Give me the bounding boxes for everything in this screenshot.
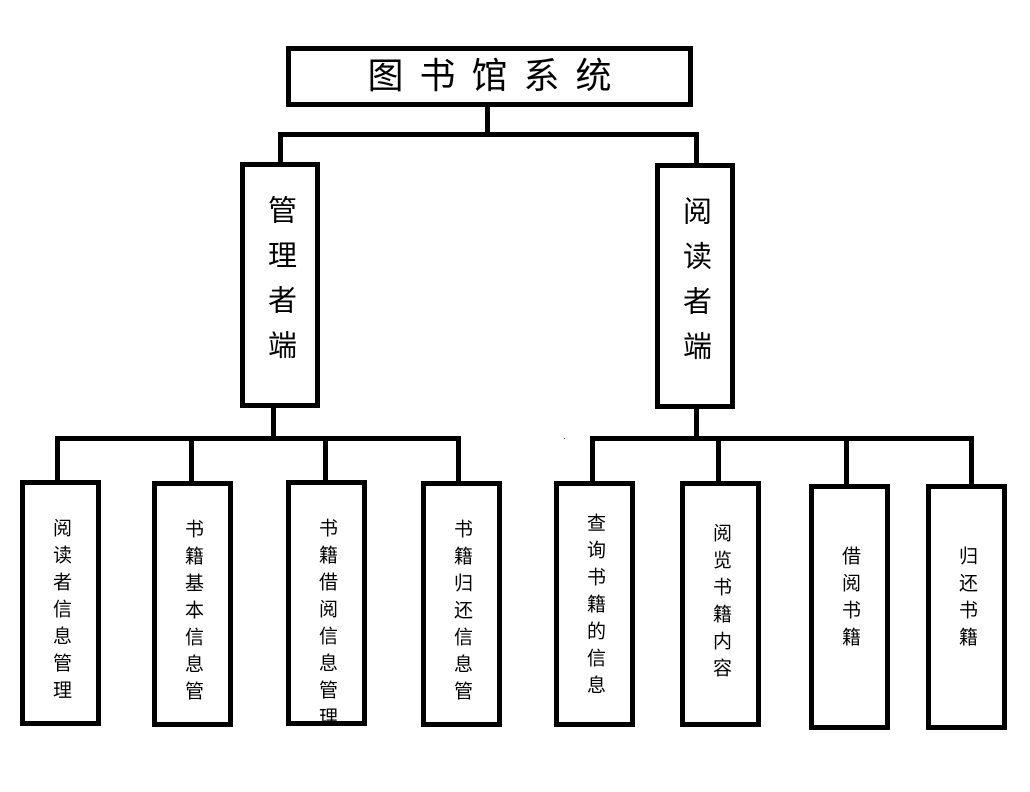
branch-node-reader-label: 阅读者端	[678, 196, 713, 376]
branch-node-reader: 阅读者端	[655, 163, 735, 409]
root-node: 图书馆系统	[286, 46, 693, 107]
leaf-node-label: 查询书籍的信息	[584, 513, 606, 702]
branch-left-drop-line	[278, 132, 283, 165]
leaf-right-4-drop-line	[969, 436, 974, 486]
branch-right-stem-line	[694, 406, 699, 440]
leaf-node-label: 书籍基本信息管	[182, 519, 204, 708]
leaf-node-book-return-info-management: 书籍归还信息管	[421, 481, 502, 727]
leaf-node-label: 书籍归还信息管	[451, 519, 473, 708]
leaf-node-label: 归还书籍	[956, 546, 978, 654]
leaf-left-4-drop-line	[456, 436, 461, 483]
leaf-node-label: 借阅书籍	[839, 546, 861, 654]
branch-node-admin: 管理者端	[240, 162, 320, 408]
leaf-node-book-basic-info-management: 书籍基本信息管	[152, 481, 233, 727]
leaf-node-book-borrow-info-management: 书籍借阅信息管理	[286, 480, 367, 726]
leaf-left-1-drop-line	[55, 436, 60, 483]
leaf-node-label: 阅览书籍内容	[710, 523, 732, 685]
leaf-node-reader-info-management: 阅读者信息管理	[20, 480, 101, 726]
root-horizontal-connector	[278, 132, 699, 137]
branch-right-drop-line	[694, 132, 699, 165]
stray-pixel-mark	[564, 438, 565, 439]
leaf-right-2-drop-line	[716, 436, 721, 483]
branch-left-horizontal-connector	[55, 436, 461, 441]
leaf-left-2-drop-line	[189, 436, 194, 483]
branch-right-horizontal-connector	[590, 436, 974, 441]
leaf-node-return-book: 归还书籍	[926, 484, 1007, 730]
leaf-node-browse-book-content: 阅览书籍内容	[680, 481, 761, 727]
branch-node-admin-label: 管理者端	[263, 195, 298, 375]
leaf-right-3-drop-line	[844, 436, 849, 486]
root-node-label: 图书馆系统	[367, 55, 628, 97]
leaf-left-3-drop-line	[323, 436, 328, 483]
leaf-node-borrow-book: 借阅书籍	[809, 484, 890, 730]
leaf-node-query-book-info: 查询书籍的信息	[554, 481, 635, 727]
branch-left-stem-line	[271, 405, 276, 440]
root-stem-line	[485, 104, 490, 136]
leaf-right-1-drop-line	[590, 436, 595, 483]
leaf-node-label: 书籍借阅信息管理	[316, 518, 338, 726]
leaf-node-label: 阅读者信息管理	[50, 518, 72, 707]
